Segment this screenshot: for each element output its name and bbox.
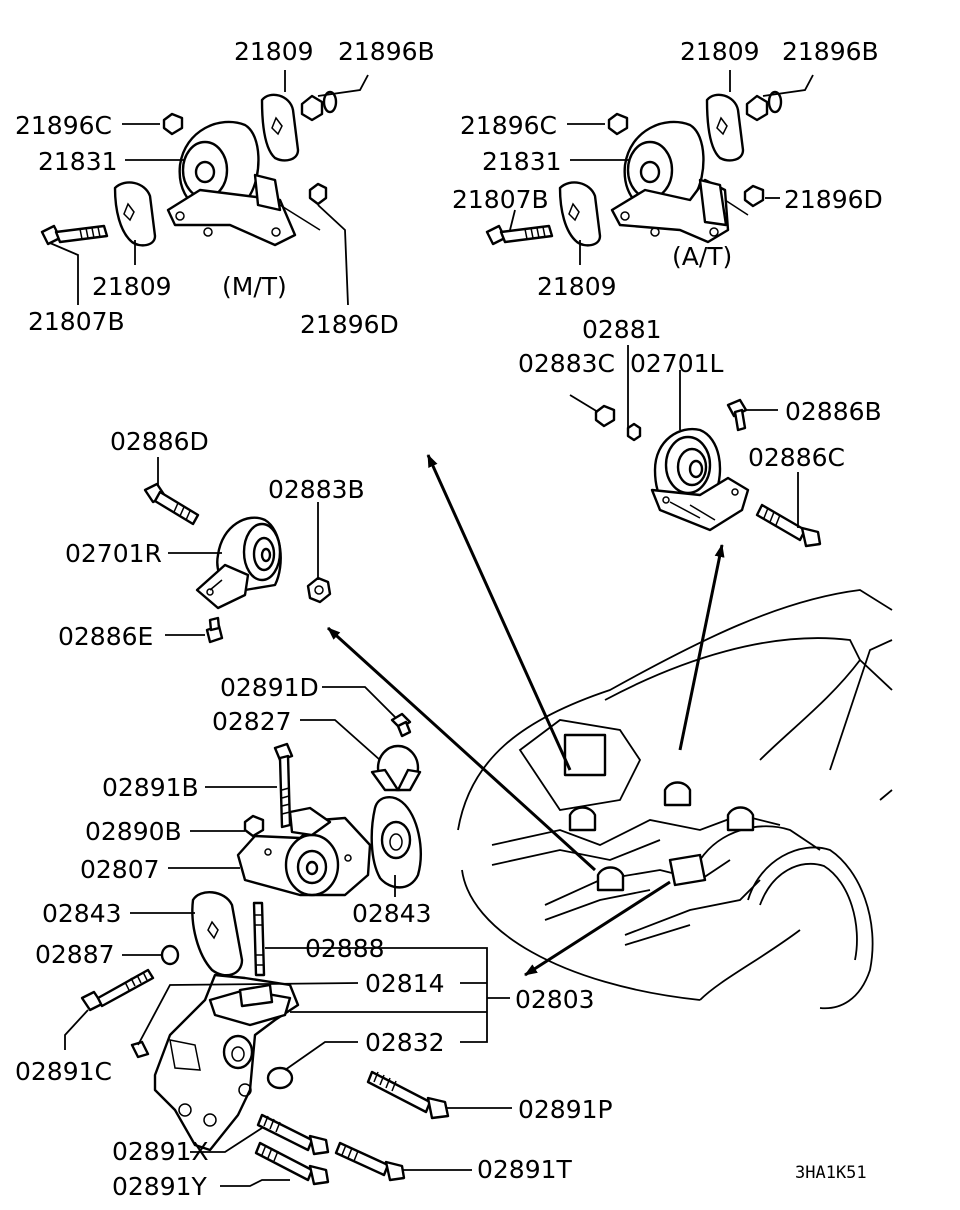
label-02886c: 02886C: [748, 443, 845, 472]
leader-arrows: [326, 454, 725, 977]
label-21896d: 21896D: [300, 310, 399, 339]
label-02827: 02827: [212, 707, 292, 736]
label-02886d: 02886D: [110, 427, 209, 456]
label-02888: 02888: [305, 934, 385, 963]
label-02886e: 02886E: [58, 622, 153, 651]
label-02701r: 02701R: [65, 539, 162, 568]
label-02807: 02807: [80, 855, 160, 884]
label-21831: 21831: [482, 147, 562, 176]
label-02891b: 02891B: [102, 773, 199, 802]
label-02881: 02881: [582, 315, 662, 344]
label-02701l: 02701L: [630, 349, 724, 378]
label-21896b: 21896B: [782, 37, 879, 66]
label-21807b: 21807B: [28, 307, 125, 336]
label-02890b: 02890B: [85, 817, 182, 846]
label-02814: 02814: [365, 969, 445, 998]
front-mount-group: [64, 686, 512, 1187]
label-21807b: 21807B: [452, 185, 549, 214]
label-21896d: 21896D: [784, 185, 883, 214]
label-02843: 02843: [352, 899, 432, 928]
at-mount-group: [485, 70, 814, 265]
label-21896c: 21896C: [460, 111, 557, 140]
label-21809: 21809: [92, 272, 172, 301]
diagram-code: 3HA1K51: [795, 1163, 867, 1183]
label-02891c: 02891C: [15, 1057, 112, 1086]
label-mt: (M/T): [222, 272, 287, 301]
label-02891p: 02891P: [518, 1095, 613, 1124]
labels: 21809 21896B 21896C 21831 21809 (M/T) 21…: [15, 37, 883, 1201]
label-02891x: 02891X: [112, 1137, 209, 1166]
label-02891t: 02891T: [477, 1155, 573, 1184]
label-02891d: 02891D: [220, 673, 319, 702]
label-02891y: 02891Y: [112, 1172, 208, 1201]
label-at: (A/T): [672, 242, 732, 271]
label-02803: 02803: [515, 985, 595, 1014]
label-21809: 21809: [680, 37, 760, 66]
label-02832: 02832: [365, 1028, 445, 1057]
label-21831: 21831: [38, 147, 118, 176]
car-body: [457, 589, 893, 1010]
label-21809: 21809: [537, 272, 617, 301]
label-21809: 21809: [234, 37, 314, 66]
label-02886b: 02886B: [785, 397, 882, 426]
label-02843: 02843: [42, 899, 122, 928]
label-02887: 02887: [35, 940, 115, 969]
mt-mount-group: [40, 70, 369, 306]
rh-mount-group: [143, 457, 332, 644]
label-02883c: 02883C: [518, 349, 615, 378]
label-21896c: 21896C: [15, 111, 112, 140]
lh-mount-group: [569, 345, 822, 548]
label-21896b: 21896B: [338, 37, 435, 66]
label-02883b: 02883B: [268, 475, 365, 504]
